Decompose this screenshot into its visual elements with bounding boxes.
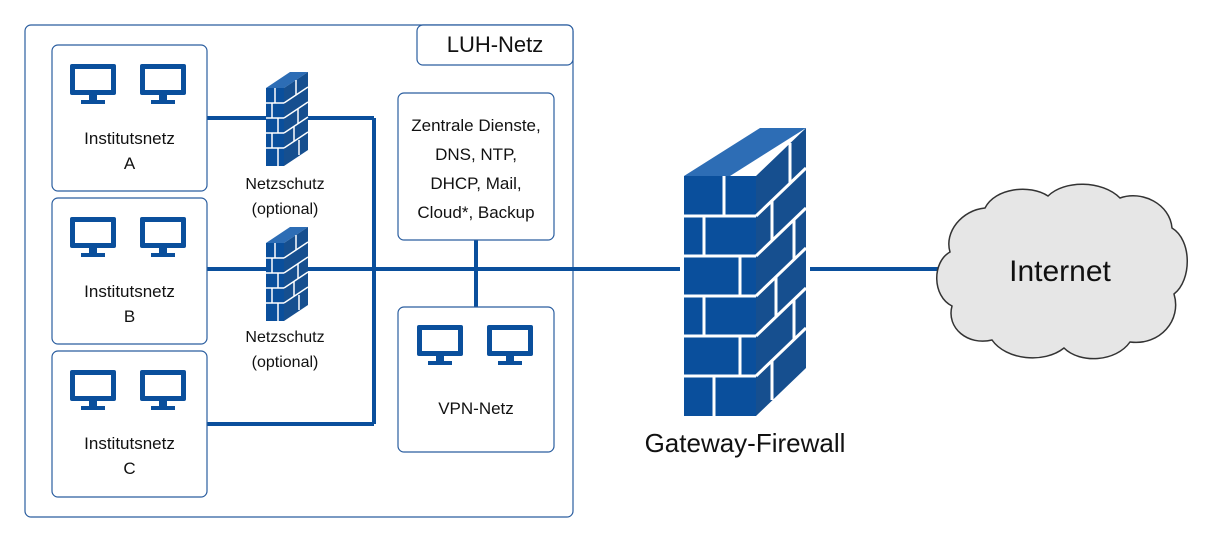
netzschutz-bottom-name: Netzschutz: [245, 329, 325, 346]
institute-a-label: Institutsnetz A: [52, 126, 207, 176]
institute-c-label: Institutsnetz C: [52, 431, 207, 481]
central-services-line: Zentrale Dienste,: [411, 116, 541, 135]
institute-b-letter: B: [123, 307, 136, 326]
central-services-box: [397, 92, 555, 241]
luh-net-label: LUH-Netz: [446, 32, 544, 57]
central-services-label: Zentrale Dienste, DNS, NTP, DHCP, Mail, …: [398, 111, 554, 227]
internet-label: Internet: [1009, 255, 1111, 288]
netzschutz-top-note: (optional): [251, 201, 319, 218]
luh-net-label-box: [416, 24, 574, 66]
institute-a-name: Institutsnetz: [84, 129, 175, 148]
vpn-label: VPN-Netz: [438, 399, 514, 418]
firewall-icon: [266, 227, 309, 321]
firewall-icon: [266, 72, 309, 166]
cloud-icon: [936, 183, 1188, 360]
institute-c-letter: C: [123, 459, 136, 478]
institute-a-letter: A: [123, 154, 136, 173]
netzschutz-bottom-note: (optional): [251, 354, 319, 371]
netzschutz-top-name: Netzschutz: [245, 176, 325, 193]
netzschutz-bottom-label: Netzschutz (optional): [225, 325, 345, 375]
central-services-line: Cloud*, Backup: [417, 203, 535, 222]
central-services-line: DNS, NTP,: [435, 145, 517, 164]
institute-b-label: Institutsnetz B: [52, 279, 207, 329]
gateway-firewall-icon: [684, 128, 808, 416]
netzschutz-top-label: Netzschutz (optional): [225, 172, 345, 222]
gateway-firewall-label: Gateway-Firewall: [644, 428, 846, 458]
institute-b-name: Institutsnetz: [84, 282, 175, 301]
connection-lines: [207, 116, 955, 426]
institute-c-name: Institutsnetz: [84, 434, 175, 453]
central-services-line: DHCP, Mail,: [430, 174, 522, 193]
